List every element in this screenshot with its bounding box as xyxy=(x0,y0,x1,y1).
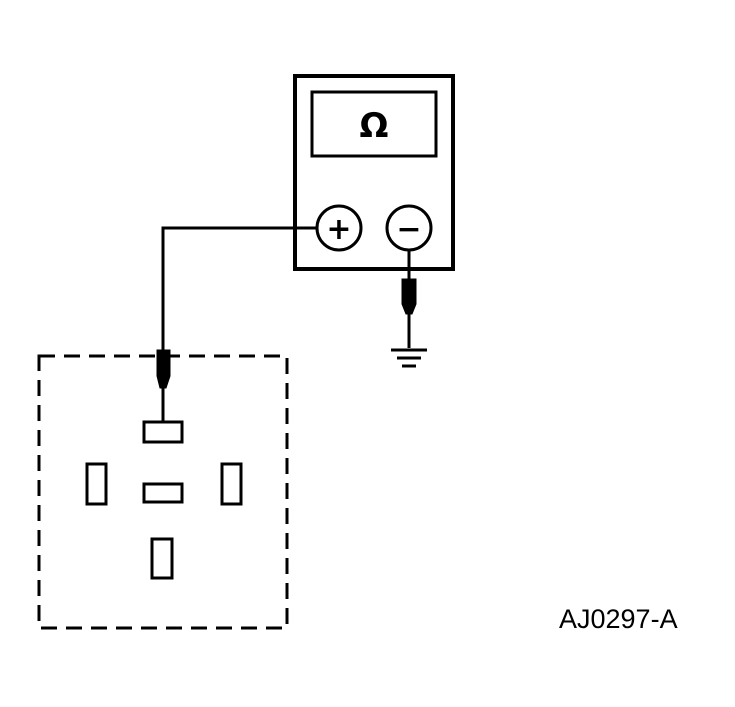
connector-pin-right xyxy=(220,462,243,506)
connector-pin-bottom xyxy=(150,537,174,580)
connector-pin-top xyxy=(142,420,184,444)
figure-reference-code: AJ0297-A xyxy=(559,604,678,634)
multimeter-display xyxy=(310,90,438,158)
ohm-symbol: Ω xyxy=(360,106,389,146)
negative-test-lead xyxy=(401,250,417,348)
negative-probe-tip xyxy=(401,278,417,315)
positive-terminal-label: + xyxy=(326,212,351,247)
connector-pin-center xyxy=(142,482,184,504)
positive-lead-wire xyxy=(161,226,317,352)
ground-icon xyxy=(391,348,427,368)
connector-outline xyxy=(37,354,289,630)
connector-pin-left xyxy=(85,462,108,506)
connector xyxy=(37,354,289,630)
positive-probe-tip xyxy=(156,349,171,389)
multimeter: Ω + − xyxy=(293,74,455,271)
negative-terminal-label: − xyxy=(396,212,421,247)
positive-test-lead xyxy=(156,226,317,422)
